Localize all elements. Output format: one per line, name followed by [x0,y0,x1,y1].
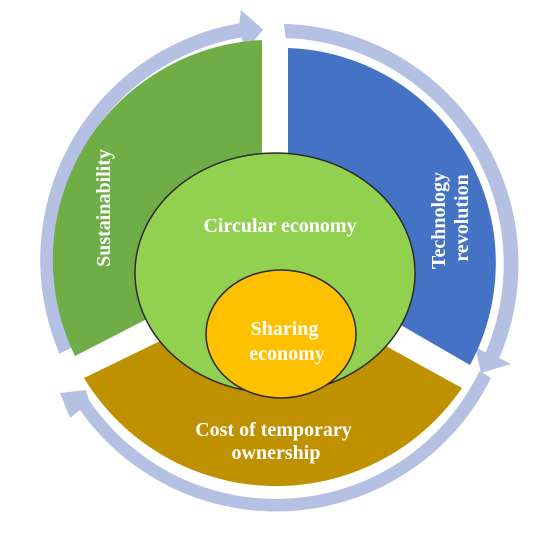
sharing-economy-circle [205,269,357,399]
technology-label: Technology revolution [428,167,473,269]
circular-economy-label: Circular economy [203,215,356,237]
cost-label-line-2: ownership [232,442,321,464]
sharing-economy-label-line-1: Sharing [251,318,319,340]
cycle-arrow-right [284,24,519,373]
arrow-ring [40,10,519,512]
sharing-economy-label: Sharing economy [249,318,325,365]
cost-label-line-1: Cost of temporary [195,419,352,441]
cycle-arrow-bottom [60,371,491,512]
sharing-economy-label-line-2: economy [249,343,325,365]
sustainability-label: Sustainability [93,149,115,267]
cost-label: Cost of temporary ownership [195,419,357,464]
technology-label-line-2: revolution [451,174,473,261]
technology-label-line-1: Technology [428,172,450,269]
